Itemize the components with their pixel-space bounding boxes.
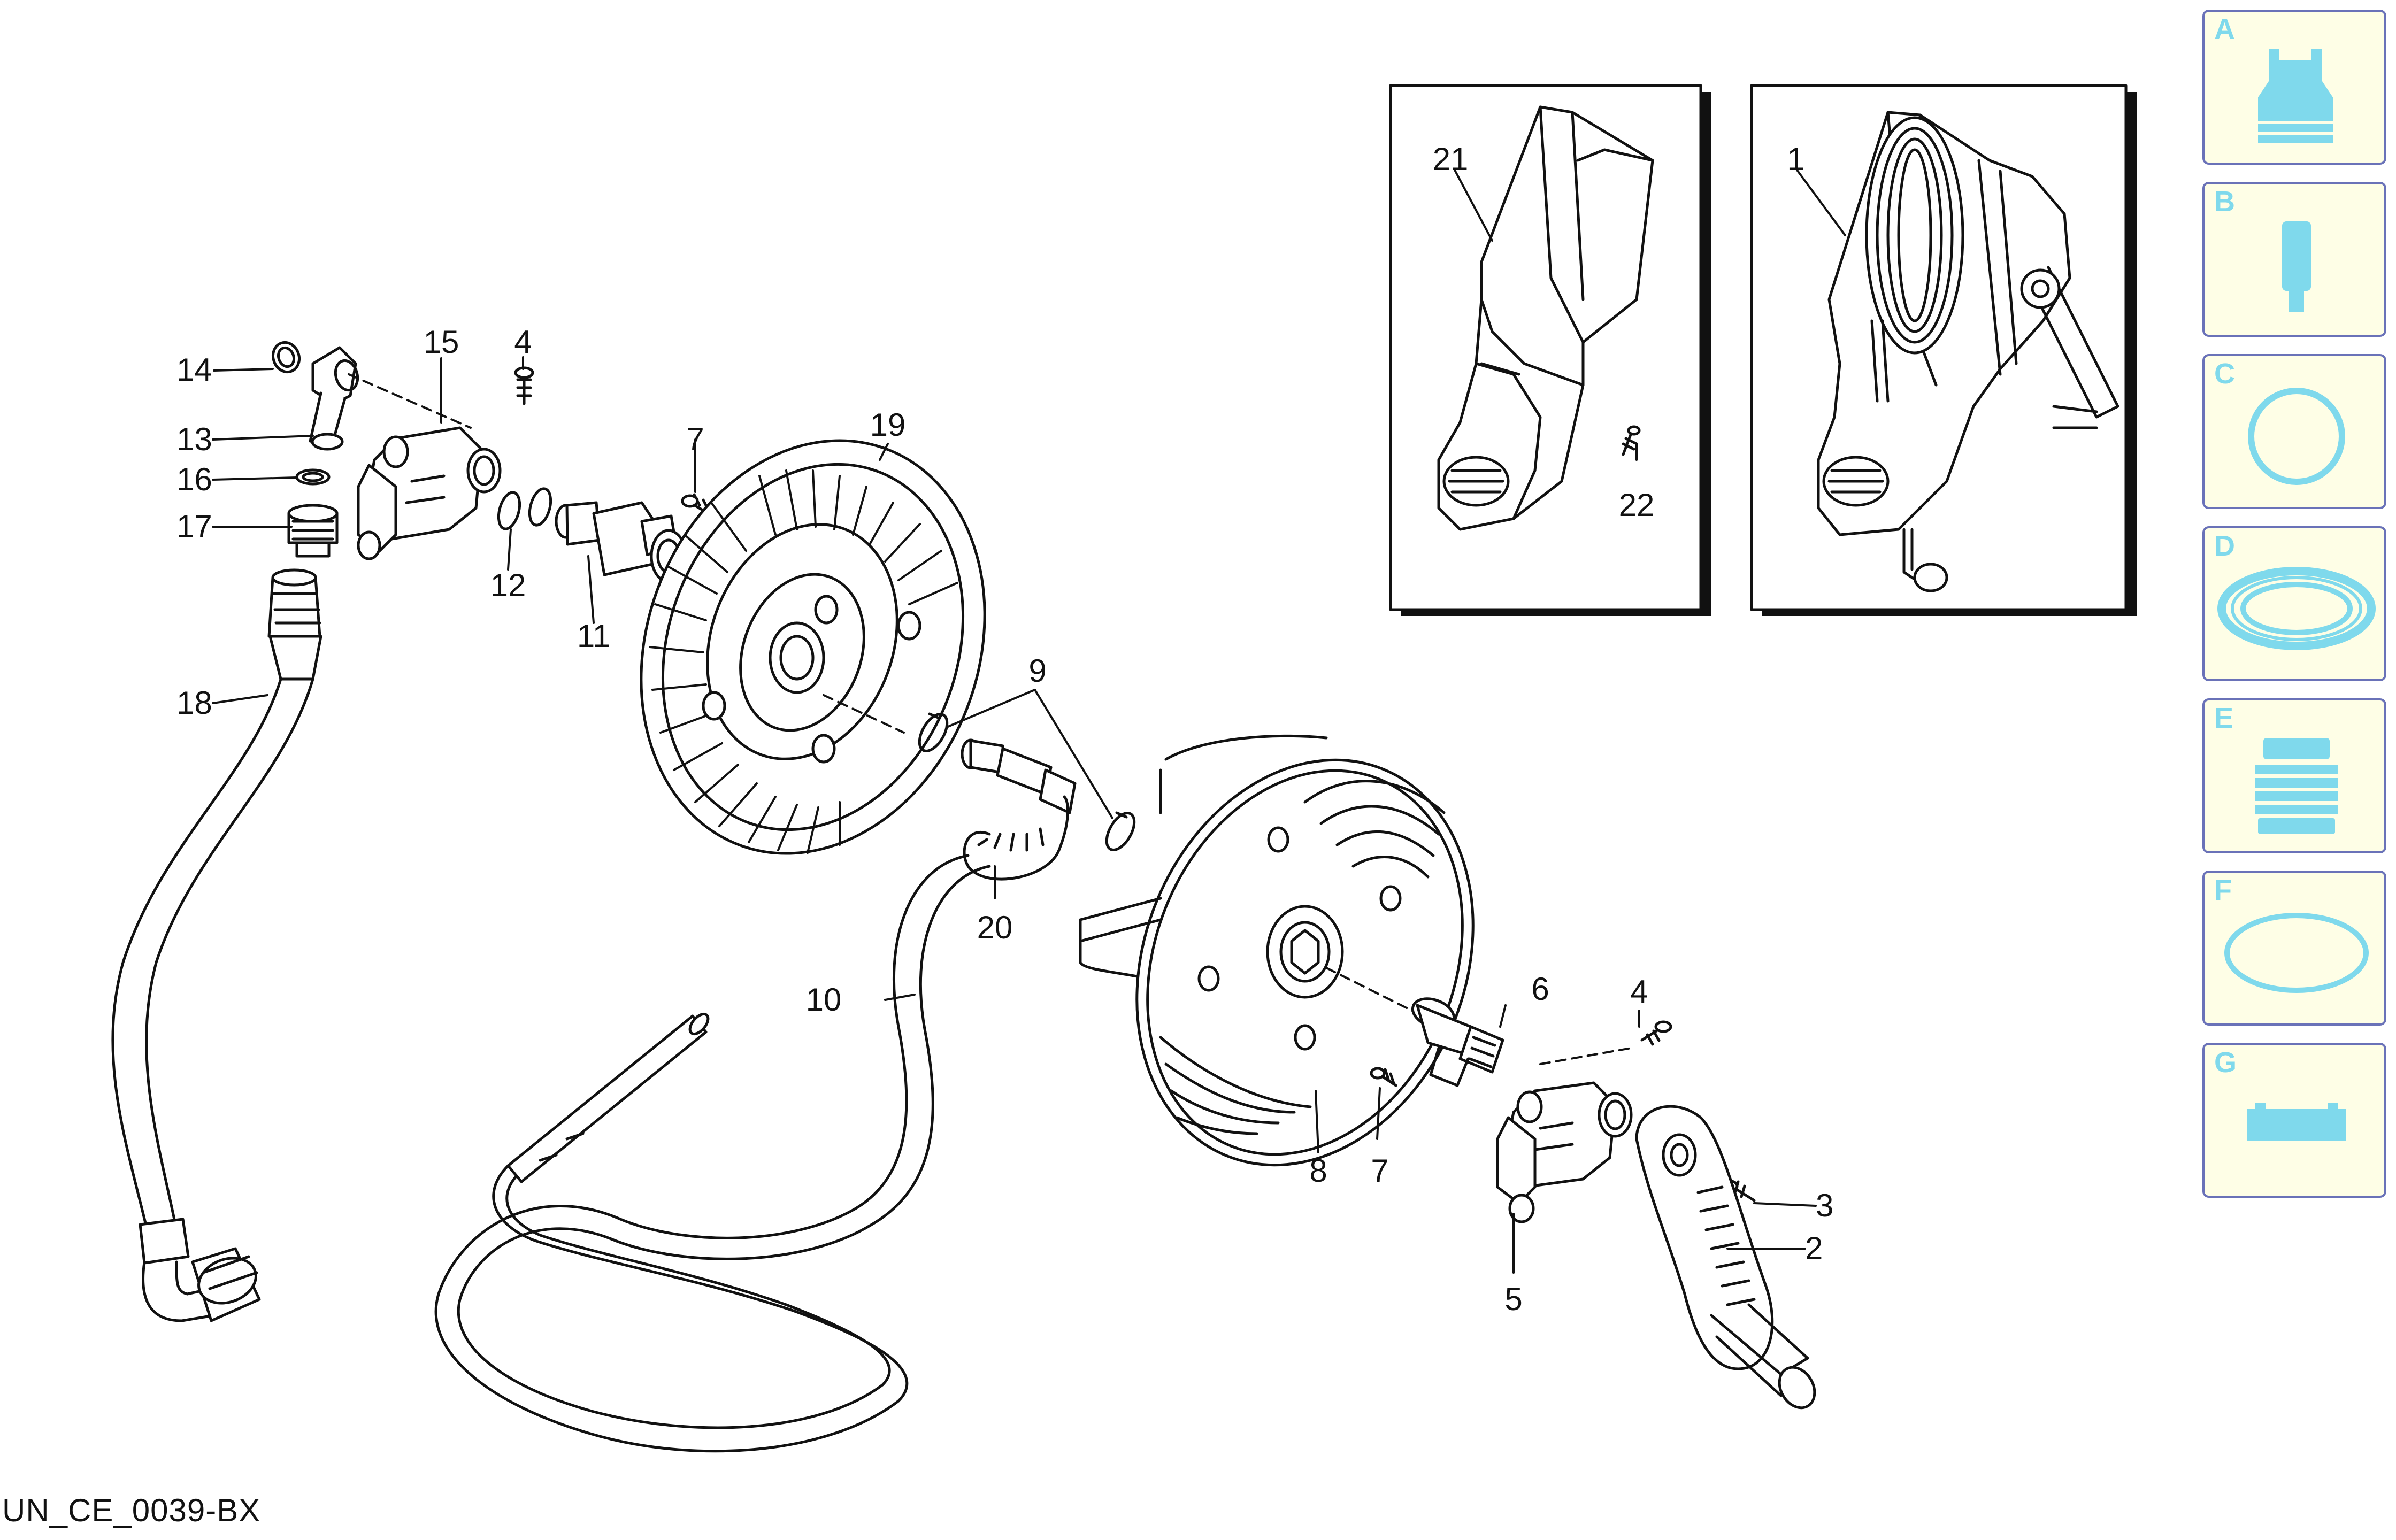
callout-labels: 9 6 4 8 7 5 3 2 21 22 1 14 13 16 17 18 1… [176,141,1833,1317]
callout-17: 17 [176,509,212,544]
inset-view-right [1750,84,2137,616]
reel-side-disc [640,439,986,855]
callout-8: 8 [1309,1153,1327,1189]
category-letter: E [2214,702,2234,734]
o-ring-icon [2248,388,2345,485]
callout-2: 2 [1805,1230,1823,1266]
callout-7-upper: 7 [686,421,704,457]
callout-22: 22 [1619,487,1655,523]
callout-9: 9 [1028,653,1046,689]
callout-13: 13 [176,421,212,457]
category-letter: A [2214,13,2235,45]
callout-1: 1 [1787,141,1804,177]
callout-15: 15 [424,324,459,360]
callout-18: 18 [176,685,212,721]
category-tile-f[interactable]: F [2202,871,2386,1026]
connector-coupling-icon [2258,44,2333,143]
profile-strip-icon [2247,1103,2346,1141]
category-letter: B [2214,186,2235,218]
callout-3: 3 [1816,1188,1833,1223]
category-letter: F [2214,874,2232,906]
category-tile-e[interactable]: E [2202,698,2386,853]
callout-10: 10 [806,982,842,1018]
callout-14: 14 [176,352,212,388]
callout-5: 5 [1504,1281,1522,1317]
callout-19: 20 [977,910,1013,945]
category-letter: C [2214,358,2235,390]
callout-20: 19 [870,407,906,443]
category-tile-d[interactable]: D [2202,526,2386,681]
callout-11: 11 [577,618,610,654]
reel-drum [1079,734,1488,1167]
washer-seal-icon [2217,567,2376,650]
inlet-assembly [111,341,724,1322]
threaded-fitting-icon [2255,738,2338,834]
callout-7-lower: 7 [1371,1153,1388,1189]
gasket-ring-icon [2224,913,2369,993]
category-tile-b[interactable]: B [2202,182,2386,337]
callout-12: 12 [490,567,526,603]
category-tile-c[interactable]: C [2202,354,2386,509]
callout-6: 6 [1531,971,1549,1007]
category-letter: G [2214,1046,2237,1079]
category-tile-a[interactable]: A [2202,10,2386,165]
callout-4-lower: 4 [1630,974,1648,1010]
callout-4-upper: 4 [514,324,532,360]
crank-assembly [1370,997,1816,1410]
callout-21: 21 [1433,141,1469,177]
category-letter: D [2214,530,2235,562]
callout-leaders [212,169,1846,1274]
drawing-code: UN_CE_0039-BX [2,1492,261,1528]
inset-view-left [1389,84,1711,616]
callout-16: 16 [176,461,212,497]
nozzle-cartridge-icon [2282,221,2311,312]
hose-connection-parts [434,712,1136,1453]
category-tile-g[interactable]: G [2202,1043,2386,1198]
